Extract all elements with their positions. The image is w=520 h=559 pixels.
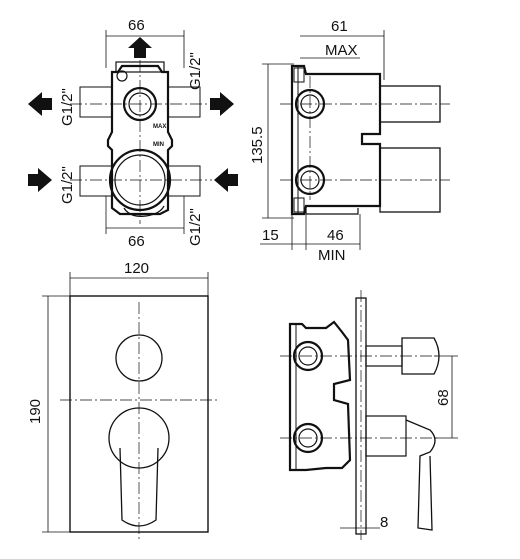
thread-left-lower: G1/2" bbox=[59, 166, 76, 204]
dim-plate-width: 120 bbox=[124, 260, 149, 277]
dim-min-depth: 46 bbox=[327, 227, 344, 244]
dim-max-label: MAX bbox=[325, 42, 358, 59]
thread-right-lower: G1/2" bbox=[187, 208, 204, 246]
dim-spacing: 68 bbox=[435, 389, 452, 406]
valve-body-front-view: 66 MAX MIN G1/2" G1 bbox=[28, 17, 238, 250]
thread-top: G1/2" bbox=[187, 52, 204, 90]
dim-min-label: MIN bbox=[318, 247, 346, 264]
dim-plate-height: 190 bbox=[27, 399, 44, 424]
assembled-side-view: 68 8 bbox=[280, 290, 458, 540]
arrow-left-in-icon bbox=[214, 168, 238, 192]
arrow-left-icon bbox=[28, 92, 52, 116]
cover-plate-front-view: 120 190 bbox=[27, 260, 218, 540]
mark-max: MAX bbox=[153, 124, 166, 130]
dim-left: 15 bbox=[262, 227, 279, 244]
valve-body-side-view: 61 MAX 135.5 15 46 bbox=[249, 18, 450, 264]
arrow-right-in-icon bbox=[28, 168, 52, 192]
dim-height: 135.5 bbox=[249, 126, 266, 164]
mark-min: MIN bbox=[153, 142, 164, 148]
dim-plate-thickness: 8 bbox=[380, 514, 388, 531]
dim-top-width: 66 bbox=[128, 17, 145, 34]
arrow-right-icon bbox=[210, 92, 234, 116]
dim-bottom-width: 66 bbox=[128, 233, 145, 250]
dim-depth: 61 bbox=[331, 18, 348, 35]
thread-left-upper: G1/2" bbox=[59, 88, 76, 126]
arrow-up-icon bbox=[128, 37, 152, 58]
